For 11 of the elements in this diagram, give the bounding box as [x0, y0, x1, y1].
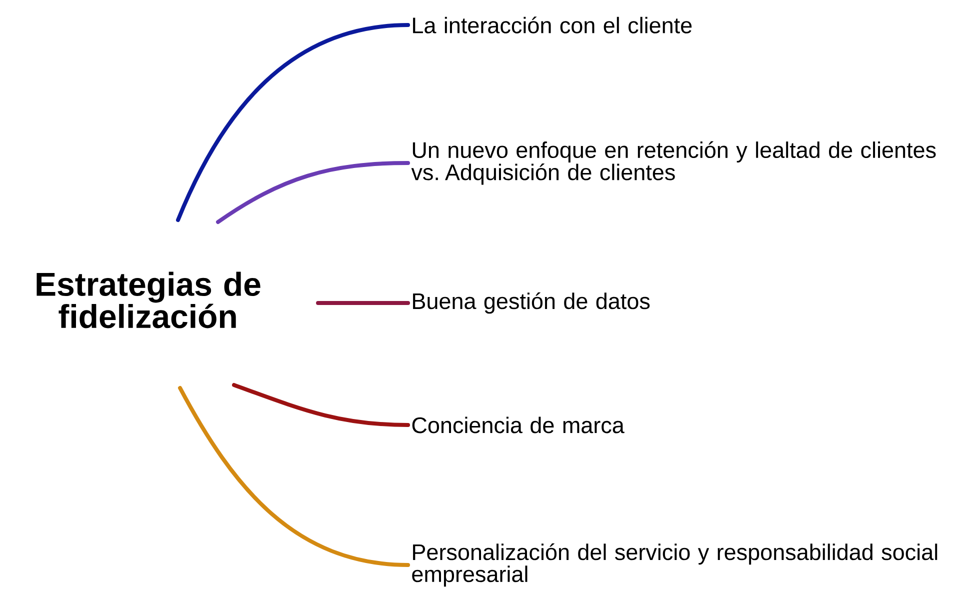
branch-text: Personalización del servicio y responsabilidad social empresarial: [412, 543, 938, 587]
central-topic: Estrategias de fidelización: [36, 272, 260, 328]
branch-line: [176, 23, 410, 222]
branch-line: [178, 386, 410, 567]
branch-text: Un nuevo enfoque en retención y lealtad de clientes vs. Adquisición de clientes: [411, 141, 936, 185]
branch-text: La interacción con el cliente: [413, 16, 692, 34]
branch-text: Buena gestión de datos: [413, 292, 650, 314]
branch-text: Conciencia de marca: [412, 416, 624, 434]
branch-line: [216, 161, 410, 224]
branch-line: [316, 301, 410, 305]
branch-line: [232, 383, 410, 427]
